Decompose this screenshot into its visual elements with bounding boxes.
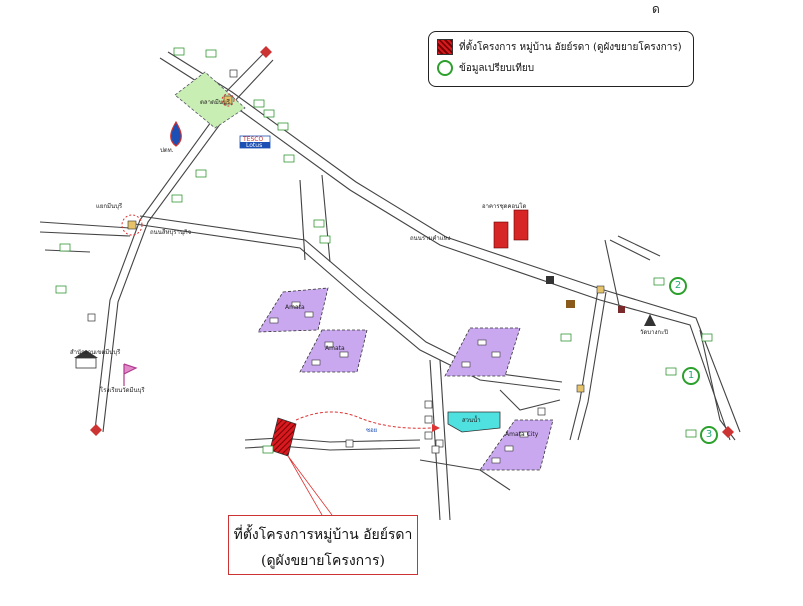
map-legend: ที่ตั้งโครงการ หมู่บ้าน อัยย์รดา (ดูผังข… — [428, 31, 694, 87]
tower-icon — [513, 209, 529, 241]
arrow-icon — [260, 46, 272, 58]
flag-icon — [123, 363, 138, 386]
temple-icon — [644, 314, 656, 326]
place-label: ตลาดมีนบุรี — [200, 99, 230, 106]
legend-project-label: ที่ตั้งโครงการ หมู่บ้าน อัยย์รดา (ดูผังข… — [459, 41, 682, 53]
place-label: ถนนรามคำแหง — [410, 235, 451, 242]
place-label: ซอย — [366, 427, 378, 434]
place-label: สวนน้ำ — [462, 417, 481, 424]
callout-line-1: ที่ตั้งโครงการหมู่บ้าน อัยย์รดา — [233, 527, 413, 543]
place-label: Amata — [325, 345, 345, 352]
place-label: โรงเรียนวัดมีนบุรี — [100, 387, 145, 394]
place-label: Amata — [285, 304, 305, 311]
project-site — [269, 417, 297, 457]
route-arrow — [295, 411, 433, 429]
village-area — [479, 419, 554, 471]
village-area — [444, 327, 521, 377]
place-label: ปตท. — [160, 147, 174, 154]
legend-compare-label: ข้อมูลเปรียบเทียบ — [459, 62, 535, 74]
arrow-icon — [90, 424, 102, 436]
corner-mark: ด — [652, 2, 660, 16]
place-label: สำนักงานเขตมีนบุรี — [70, 349, 121, 356]
compare-marker-3[interactable]: 3 — [700, 426, 718, 444]
school-icon — [566, 300, 575, 308]
legend-compare: ข้อมูลเปรียบเทียบ — [437, 60, 534, 76]
legend-project: ที่ตั้งโครงการ หมู่บ้าน อัยย์รดา (ดูผังข… — [437, 39, 682, 55]
project-swatch-icon — [437, 39, 453, 55]
place-label: อาคารชุดคอนโด — [482, 203, 527, 210]
ptt-icon — [170, 120, 182, 147]
arrow-icon — [722, 426, 734, 438]
compare-circle-icon — [437, 60, 453, 76]
place-label: ถนนสีหบุรานุกิจ — [150, 229, 192, 236]
callout-line-2: (ดูผังขยายโครงการ) — [261, 553, 385, 569]
compare-marker-2[interactable]: 2 — [669, 277, 687, 295]
park-area — [174, 71, 246, 129]
government-building-icon — [74, 350, 98, 369]
place-label: วัดบางกะปิ — [640, 329, 669, 336]
project-callout: ที่ตั้งโครงการหมู่บ้าน อัยย์รดา (ดูผังขย… — [228, 515, 418, 575]
place-label: แยกมีนบุรี — [96, 203, 123, 210]
building-icon — [618, 306, 625, 313]
tower-icon — [493, 221, 509, 249]
place-label: Amata City — [505, 431, 539, 438]
building-icon — [546, 276, 554, 284]
place-label: Lotus — [246, 142, 263, 149]
compare-marker-1[interactable]: 1 — [682, 367, 700, 385]
place-label: TESCO — [243, 136, 264, 143]
lake — [447, 411, 501, 433]
